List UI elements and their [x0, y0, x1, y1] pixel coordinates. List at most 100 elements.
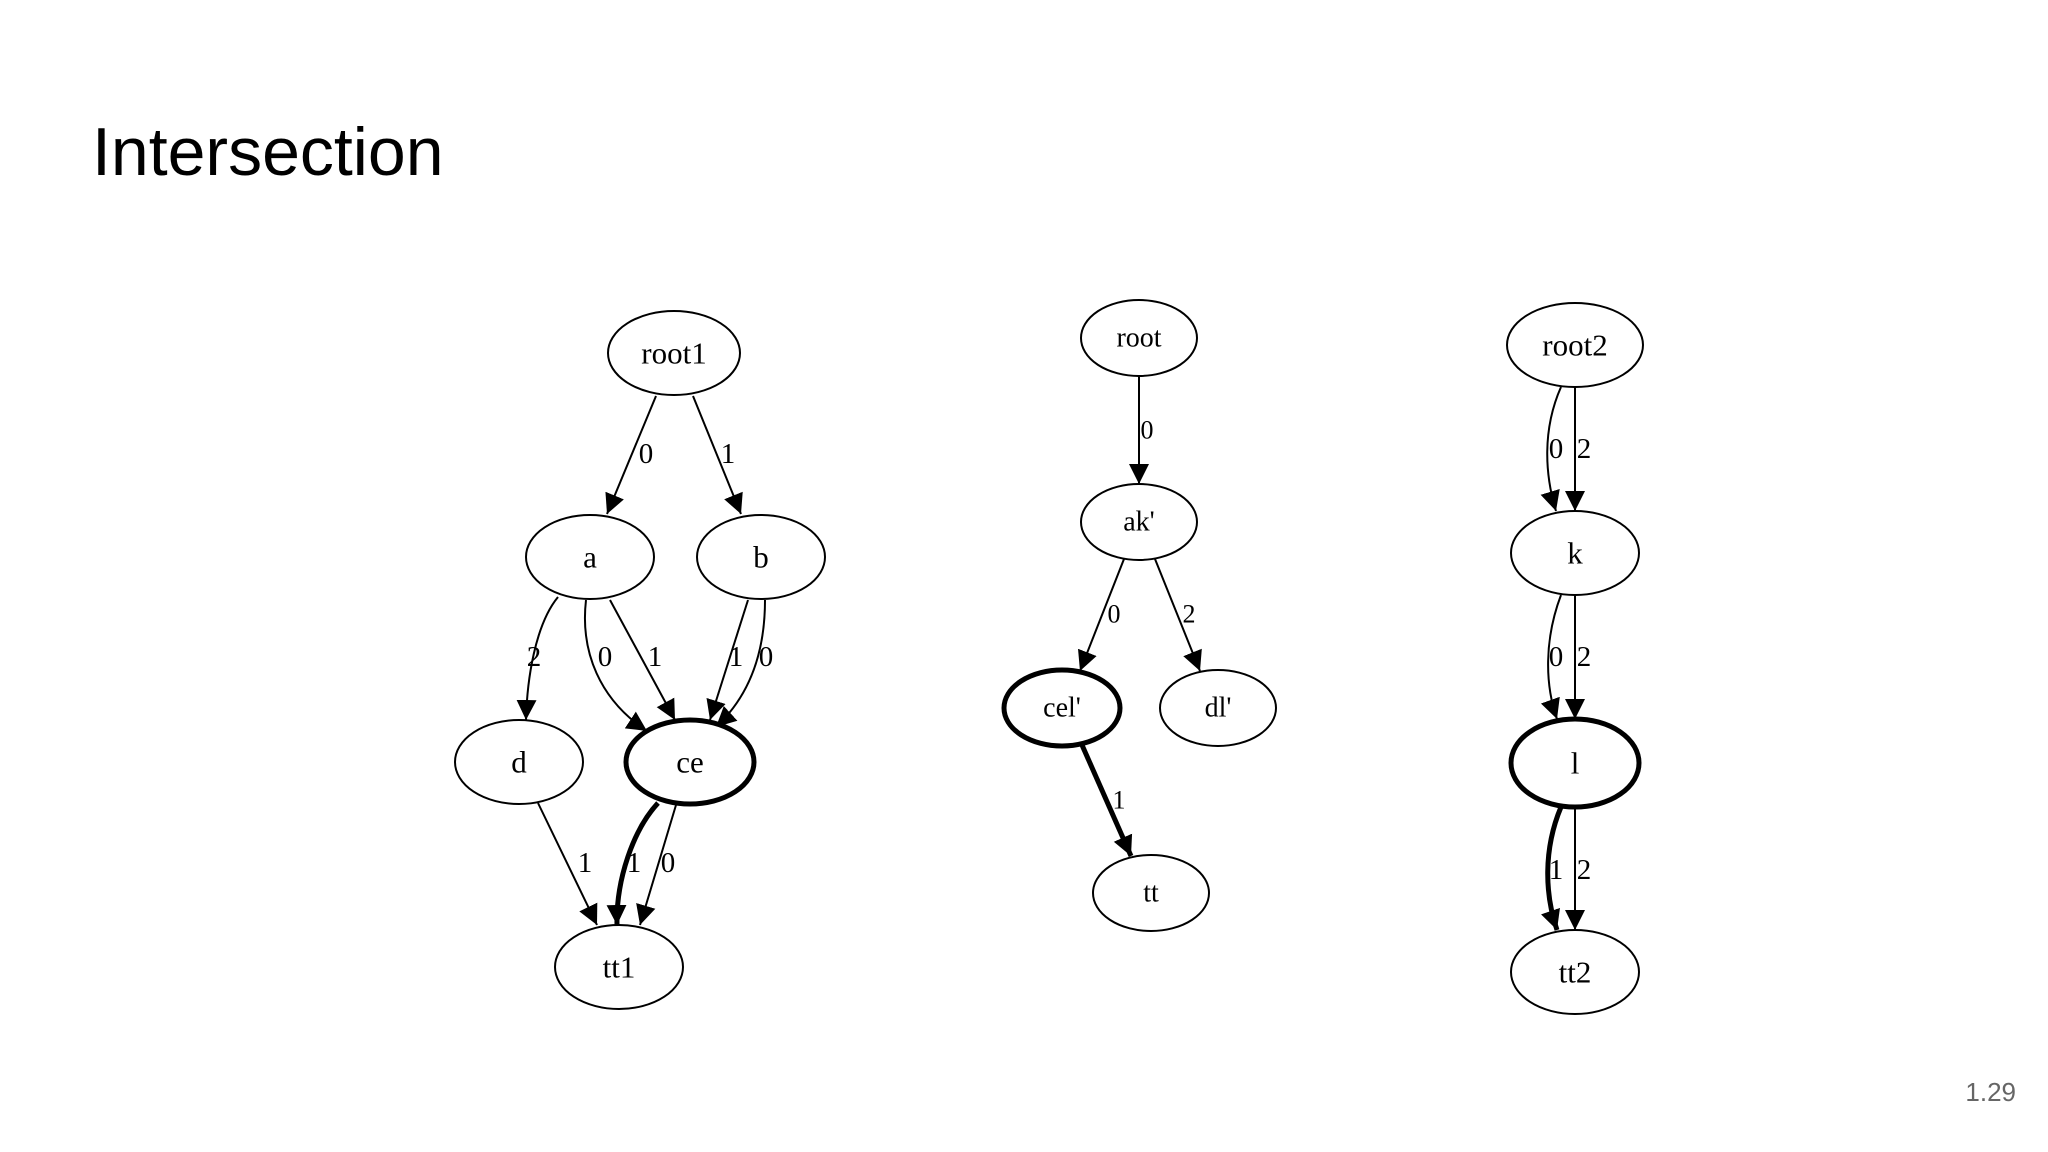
- edge-a-ce: 0: [584, 599, 648, 732]
- node-ellipse: [1080, 299, 1198, 377]
- edge-label: 0: [598, 641, 613, 673]
- node-ellipse: [1506, 302, 1644, 388]
- node-k: k: [1510, 510, 1640, 596]
- node-ellipse: [525, 514, 655, 600]
- edge-ak-prime-cel-prime: 0: [1078, 558, 1125, 672]
- node-b: b: [696, 514, 826, 600]
- edge-root2-k: 2: [1565, 387, 1592, 511]
- edge-a-d: 2: [516, 596, 559, 721]
- edge-b-ce: 1: [706, 599, 749, 721]
- edge-b-ce: 0: [715, 599, 774, 728]
- edge-line: [692, 395, 743, 515]
- node-label: root1: [641, 336, 706, 371]
- node-cel-prime: cel': [1001, 667, 1123, 749]
- edge-a-ce: 1: [609, 599, 676, 721]
- edge-label: 0: [1549, 433, 1564, 465]
- edge-d-tt1: 1: [537, 802, 598, 926]
- edge-label: 1: [627, 847, 642, 879]
- edge-label: 0: [1141, 416, 1154, 445]
- node-label: root: [1116, 323, 1161, 354]
- node-ellipse: [1508, 716, 1642, 810]
- node-label: b: [753, 540, 769, 575]
- node-ak-prime: ak': [1080, 483, 1198, 561]
- node-label: tt2: [1559, 955, 1592, 990]
- node-label: tt1: [603, 950, 636, 985]
- edge-label: 1: [1113, 786, 1126, 815]
- slide-number: 1.29: [1965, 1077, 2016, 1107]
- edge-line: [1154, 558, 1202, 672]
- node-l: l: [1508, 716, 1642, 810]
- node-ce: ce: [623, 717, 757, 807]
- edge-line: [537, 802, 598, 926]
- graph-intersection: 0 0 2 1 root ak' cel' dl' tt: [1001, 299, 1277, 932]
- edge-line: [1078, 558, 1125, 672]
- node-tt2: tt2: [1510, 929, 1640, 1015]
- edge-ce-tt1: 1: [606, 801, 660, 926]
- edge-label: 2: [1577, 854, 1592, 886]
- edge-l-tt2: 2: [1565, 807, 1592, 930]
- edge-root1-a: 0: [605, 395, 657, 515]
- node-ellipse: [1001, 667, 1123, 749]
- edge-line: [1541, 806, 1564, 931]
- node-label: l: [1571, 746, 1580, 781]
- edge-line: [606, 801, 660, 926]
- node-ellipse: [1080, 483, 1198, 561]
- node-ellipse: [554, 924, 684, 1010]
- edge-label: 0: [1108, 600, 1121, 629]
- node-root1: root1: [607, 310, 741, 396]
- edge-line: [636, 804, 677, 926]
- edge-k-l: 0: [1540, 594, 1564, 720]
- edge-ce-tt1: 0: [636, 804, 677, 926]
- node-d: d: [454, 719, 584, 805]
- node-ellipse: [1092, 854, 1210, 932]
- node-ellipse: [696, 514, 826, 600]
- node-tt1: tt1: [554, 924, 684, 1010]
- edge-line: [706, 599, 749, 721]
- node-ellipse: [454, 719, 584, 805]
- node-ellipse: [1510, 929, 1640, 1015]
- edge-line: [1540, 594, 1562, 720]
- edge-label: 1: [648, 641, 663, 673]
- edge-label: 1: [729, 641, 744, 673]
- node-dl-prime: dl': [1159, 669, 1277, 747]
- edge-line: [715, 599, 766, 728]
- edge-line: [584, 599, 648, 732]
- node-ellipse: [1510, 510, 1640, 596]
- node-label: ak': [1123, 507, 1154, 538]
- edge-root-ak-prime: 0: [1129, 376, 1154, 484]
- node-label: tt: [1143, 878, 1159, 909]
- edge-label: 1: [1549, 854, 1564, 886]
- edge-label: 0: [661, 847, 676, 879]
- node-root2: root2: [1506, 302, 1644, 388]
- edge-label: 2: [1183, 600, 1196, 629]
- node-label: cel': [1043, 693, 1081, 724]
- edge-cel-prime-tt: 1: [1079, 743, 1134, 858]
- edge-label: 2: [527, 641, 542, 673]
- edge-l-tt2: 1: [1541, 806, 1564, 931]
- node-ellipse: [1159, 669, 1277, 747]
- node-tt: tt: [1092, 854, 1210, 932]
- edge-line: [516, 596, 559, 721]
- node-ellipse: [623, 717, 757, 807]
- edge-label: 1: [578, 847, 593, 879]
- node-label: a: [583, 540, 597, 575]
- edge-line: [609, 599, 676, 721]
- node-label: ce: [676, 745, 704, 780]
- node-label: root2: [1542, 328, 1607, 363]
- edge-label: 0: [639, 438, 654, 470]
- slide-title: Intersection: [92, 114, 444, 190]
- node-label: k: [1567, 536, 1583, 571]
- edge-label: 0: [759, 641, 774, 673]
- edge-k-l: 2: [1565, 595, 1592, 719]
- node-label: d: [511, 745, 527, 780]
- edge-label: 0: [1549, 641, 1564, 673]
- node-a: a: [525, 514, 655, 600]
- edge-line: [1540, 386, 1562, 512]
- edge-label: 2: [1577, 433, 1592, 465]
- edge-root2-k: 0: [1540, 386, 1564, 512]
- edge-label: 2: [1577, 641, 1592, 673]
- edge-line: [605, 395, 657, 515]
